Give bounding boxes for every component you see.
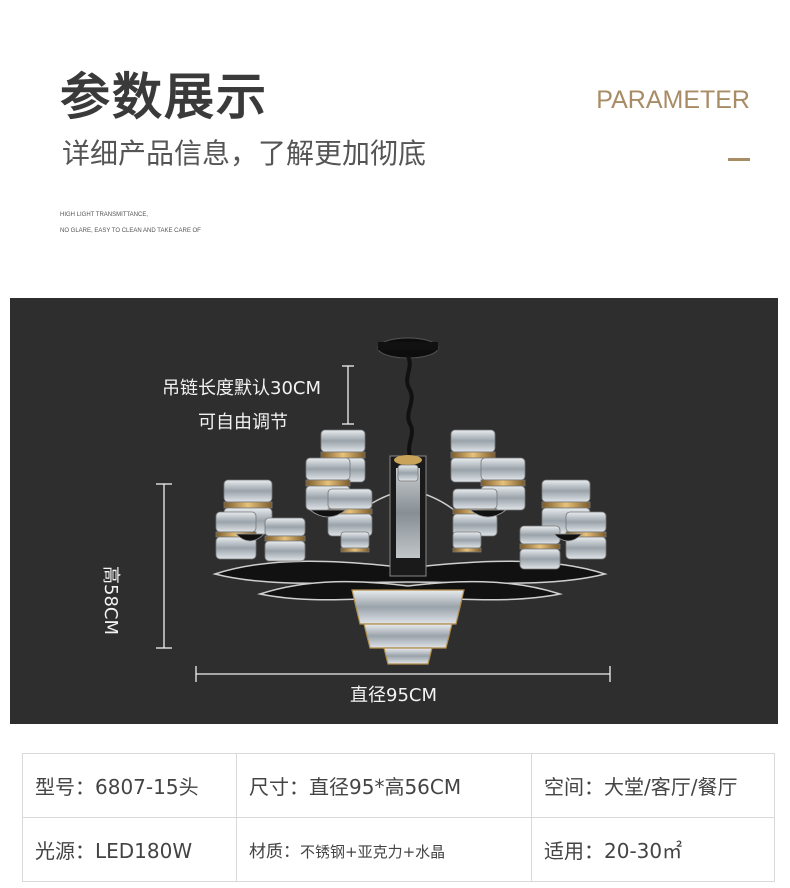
table-row: 型号：6807-15头 尺寸：直径95*高56CM 空间：大堂/客厅/餐厅 — [22, 753, 775, 818]
dimension-lines — [156, 365, 611, 682]
tagline-line-2: NO GLARE, EASY TO CLEAN AND TAKE CARE OF — [60, 228, 201, 234]
chandelier-illustration — [156, 337, 611, 682]
center-column — [389, 455, 427, 577]
spec-model: 型号：6807-15头 — [22, 753, 237, 818]
spec-table: 型号：6807-15头 尺寸：直径95*高56CM 空间：大堂/客厅/餐厅 光源… — [22, 753, 775, 882]
accent-divider — [728, 158, 750, 161]
chain-adjust-label: 可自由调节 — [198, 412, 288, 433]
suspension-chain — [405, 355, 414, 457]
diameter-label: 直径95CM — [350, 685, 438, 706]
english-title: PARAMETER — [596, 86, 750, 114]
spec-space: 空间：大堂/客厅/餐厅 — [531, 753, 775, 818]
spec-material: 材质：不锈钢+亚克力+水晶 — [236, 817, 532, 882]
product-image-panel: 吊链长度默认30CM 可自由调节 高58CM 直径95CM — [10, 298, 778, 724]
page-title: 参数展示 — [60, 68, 268, 126]
spec-applicable-area: 适用：20-30㎡ — [531, 817, 775, 882]
spec-light-source: 光源：LED180W — [22, 817, 237, 882]
shade-cups — [235, 509, 583, 542]
ceiling-canopy — [377, 337, 439, 359]
table-row: 光源：LED180W 材质：不锈钢+亚克力+水晶 适用：20-30㎡ — [22, 817, 775, 882]
tagline-line-1: HIGH LIGHT TRANSMITTANCE, — [60, 212, 149, 218]
crystal-tiers — [351, 589, 465, 665]
height-label: 高58CM — [100, 566, 121, 636]
page-subtitle: 详细产品信息，了解更加彻底 — [62, 137, 427, 170]
spec-size: 尺寸：直径95*高56CM — [236, 753, 532, 818]
chain-length-label: 吊链长度默认30CM — [162, 378, 322, 399]
